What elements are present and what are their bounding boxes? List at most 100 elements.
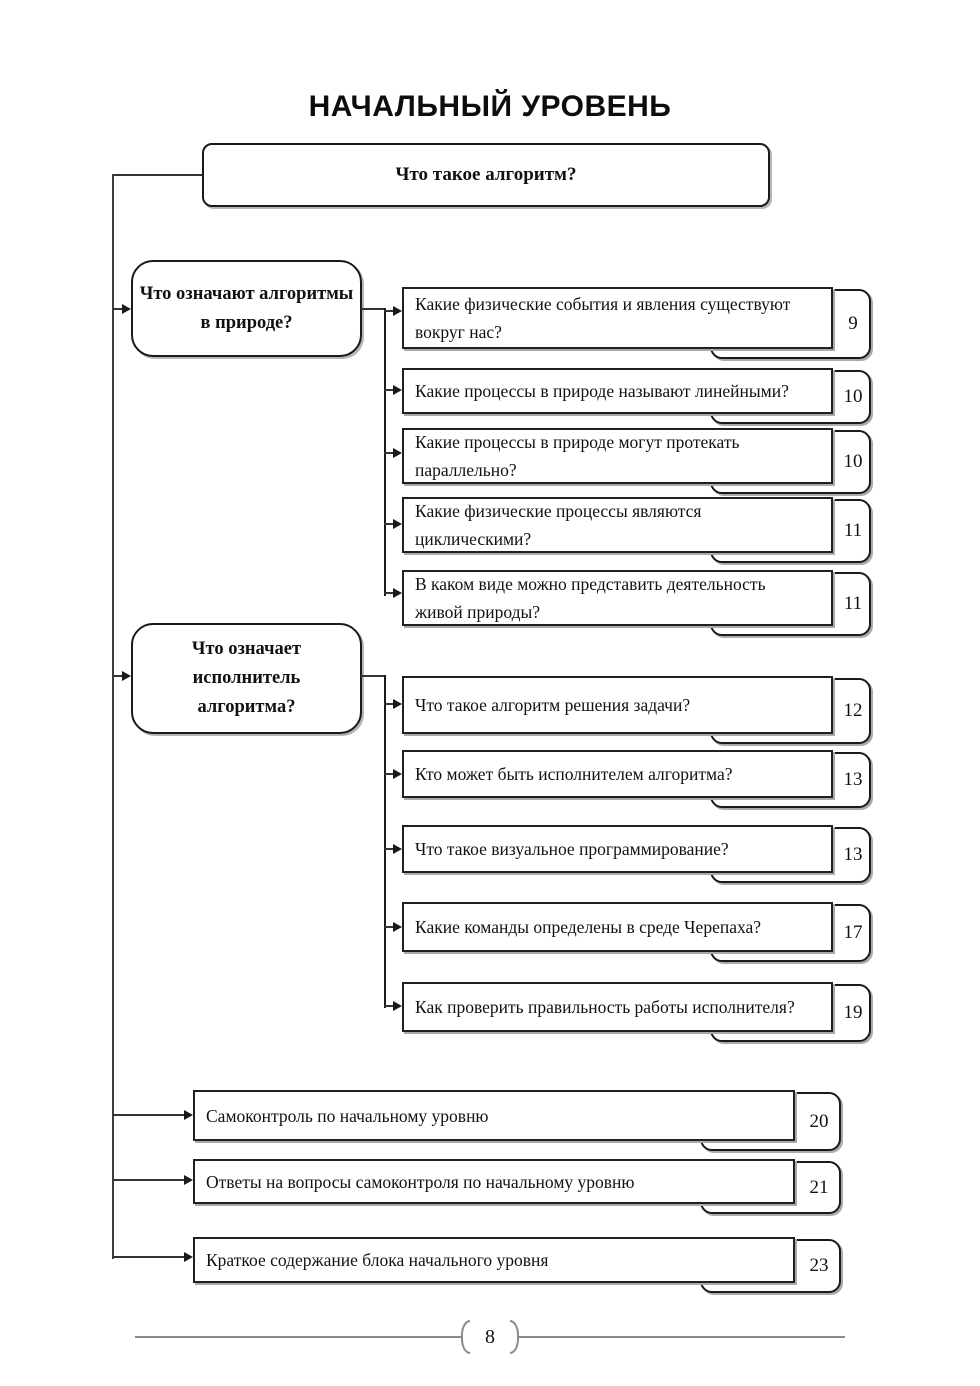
footer-rule-left [135,1336,461,1338]
question-text: Кто может быть исполнителем алгоритма? [415,764,733,784]
footer-item-text: Ответы на вопросы самоконтроля по началь… [206,1171,635,1192]
footer-item: Краткое содержание блока начального уров… [193,1237,841,1293]
connector-main-trunk [112,174,114,1259]
connector-branch2-exit [361,675,386,677]
question-text: Какие процессы в природе называют линейн… [415,381,789,401]
question-item: Что такое визуальное программирование? 1… [402,825,871,883]
question-text: Как проверить правильность работы исполн… [415,997,795,1017]
question-item: Какие команды определены в среде Черепах… [402,902,871,962]
page-number: 12 [843,700,863,721]
connector-q8 [384,848,394,850]
page-number: 19 [843,1002,863,1023]
connector-q1 [384,310,394,312]
connector-footer3-line [113,1256,184,1258]
branch2-box: Что означает исполнитель алгоритма? [131,623,362,734]
question-text: Что такое визуальное программирование? [415,839,729,859]
connector-q6 [384,703,394,705]
arrow-head-q9-icon [393,922,402,932]
branch2-label: Что означает исполнитель алгоритма? [191,639,302,717]
question-box: Какие команды определены в среде Черепах… [402,902,833,952]
arrow-head-footer3-icon [184,1252,193,1262]
connector-q7 [384,773,394,775]
question-box: Что такое алгоритм решения задачи? [402,676,833,734]
question-box: Какие физические события и явления сущес… [402,287,833,349]
left-bracket-icon [461,1320,470,1354]
footer-item: Ответы на вопросы самоконтроля по началь… [193,1159,841,1214]
page-number: 17 [843,922,863,943]
arrow-head-q1-icon [393,306,402,316]
question-text: Что такое алгоритм решения задачи? [415,695,691,715]
arrow-head-q3-icon [393,448,402,458]
question-item: Что такое алгоритм решения задачи? 12 [402,676,871,744]
connector-root-line [113,174,202,176]
question-item: Как проверить правильность работы исполн… [402,982,871,1042]
connector-footer1-line [113,1114,184,1116]
question-item: Кто может быть исполнителем алгоритма? 1… [402,750,871,808]
page-number: 20 [809,1110,829,1132]
question-text: Какие физические события и явления сущес… [415,294,791,342]
question-item: Какие процессы в природе могут протекать… [402,428,871,494]
connector-q10 [384,1005,394,1007]
question-box: Кто может быть исполнителем алгоритма? [402,750,833,798]
question-box: В каком виде можно представить деятельно… [402,570,833,626]
page-footer-number: 8 [485,1325,495,1348]
arrow-head-branch2-icon [122,671,131,681]
arrow-head-q10-icon [393,1001,402,1011]
connector-branch1-exit [361,308,386,310]
page-number: 11 [843,520,863,541]
footer-item-box: Ответы на вопросы самоконтроля по началь… [193,1159,795,1204]
connector-q3 [384,452,394,454]
right-bracket-icon [510,1320,519,1354]
question-box: Какие процессы в природе могут протекать… [402,428,833,484]
question-box: Какие физические процессы являются цикли… [402,497,833,553]
connector-branch1-line [113,308,124,310]
arrow-head-q8-icon [393,844,402,854]
connector-branch2-line [113,675,124,677]
question-box: Что такое визуальное программирование? [402,825,833,873]
page-number: 21 [809,1176,829,1198]
connector-q5 [384,592,394,594]
page-number: 9 [848,313,858,334]
footer-item-box: Краткое содержание блока начального уров… [193,1237,795,1283]
arrow-head-q2-icon [393,385,402,395]
question-text: В каком виде можно представить деятельно… [415,574,766,622]
arrow-head-footer2-icon [184,1175,193,1185]
page-footer: 8 [135,1318,845,1356]
question-item: В каком виде можно представить деятельно… [402,570,871,636]
page-number: 10 [843,451,863,472]
arrow-head-q4-icon [393,519,402,529]
page-number: 13 [843,844,863,865]
question-item: Какие физические процессы являются цикли… [402,497,871,563]
footer-item-text: Краткое содержание блока начального уров… [206,1250,549,1270]
arrow-head-q6-icon [393,699,402,709]
footer-item-box: Самоконтроль по начальному уровню [193,1090,795,1141]
root-question-box: Что такое алгоритм? [202,143,770,207]
question-text: Какие команды определены в среде Черепах… [415,917,762,937]
arrow-head-q5-icon [393,588,402,598]
page-number: 11 [843,593,863,614]
footer-item-text: Самоконтроль по начальному уровню [206,1105,489,1126]
connector-branch2-spine [384,675,386,1008]
connector-q9 [384,926,394,928]
arrow-head-q7-icon [393,769,402,779]
question-box: Какие процессы в природе называют линейн… [402,368,833,414]
connector-footer2-line [113,1179,184,1181]
question-item: Какие физические события и явления сущес… [402,287,871,359]
question-text: Какие физические процессы являются цикли… [415,501,702,549]
page-number: 23 [809,1255,829,1276]
arrow-head-footer1-icon [184,1110,193,1120]
page-title: НАЧАЛЬНЫЙ УРОВЕНЬ [308,90,672,123]
branch1-box: Что означают алгоритмы в природе? [131,260,362,357]
question-box: Как проверить правильность работы исполн… [402,982,833,1032]
connector-q2 [384,389,394,391]
footer-item: Самоконтроль по начальному уровню 20 [193,1090,841,1151]
page-number: 10 [843,386,863,407]
arrow-head-branch1-icon [122,304,131,314]
footer-rule-right [519,1336,845,1338]
question-text: Какие процессы в природе могут протекать… [415,432,740,480]
connector-q4 [384,523,394,525]
page-number: 13 [843,769,863,790]
root-question-label: Что такое алгоритм? [395,164,577,185]
question-item: Какие процессы в природе называют линейн… [402,368,871,424]
